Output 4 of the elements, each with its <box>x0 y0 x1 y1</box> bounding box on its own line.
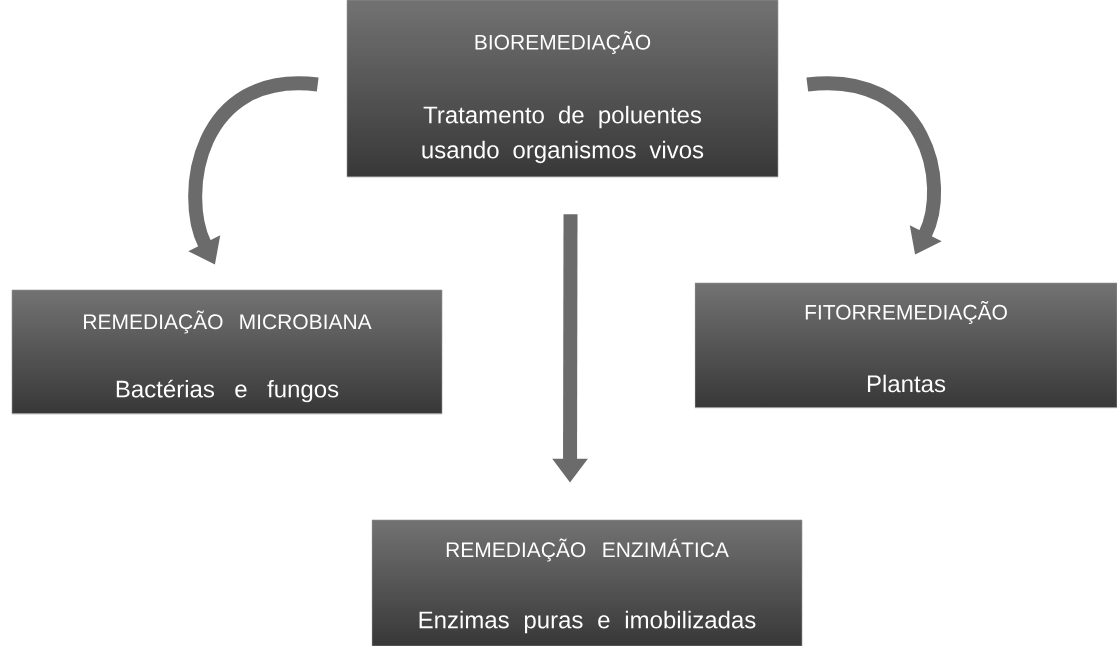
process-box: REMEDIAÇÃO MICROBIANA Bactérias e fungos <box>11 289 443 415</box>
process-box: REMEDIAÇÃO ENZIMÁTICA Enzimas puras e imobilizadas <box>371 519 803 646</box>
process-box: FITORREMEDIAÇÃO Plantas <box>694 282 1117 409</box>
process-box: BIOREMEDIAÇÃO Tratamento de poluentes usando organismos vivos <box>346 0 779 178</box>
